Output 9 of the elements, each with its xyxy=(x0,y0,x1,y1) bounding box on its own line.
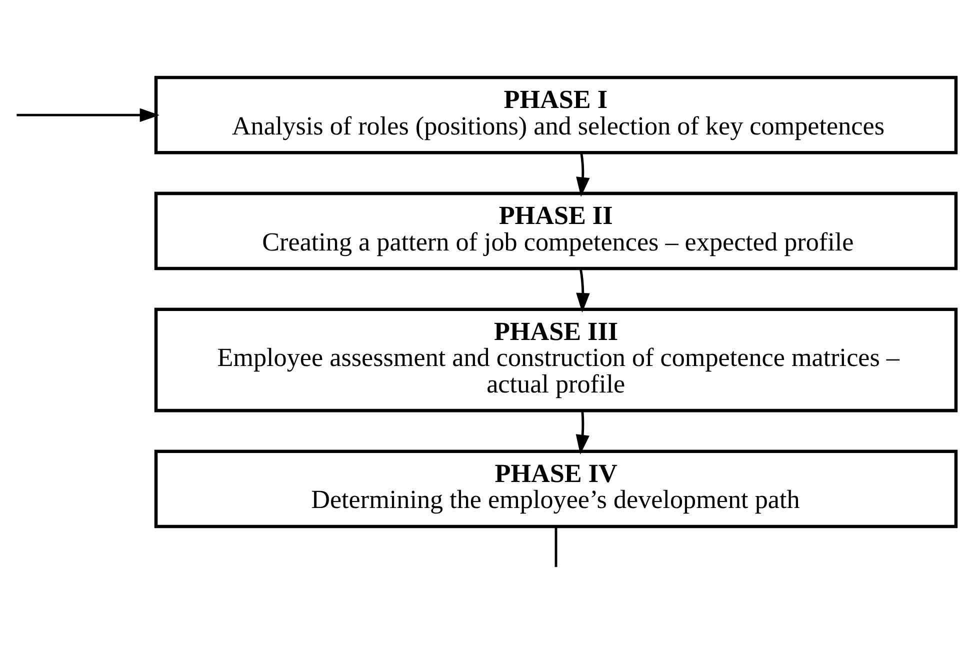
node-box: PHASE III Employee assessment and construction of competence matrices – actual profile xyxy=(154,308,958,412)
arrow xyxy=(576,268,590,313)
node-box: PHASE I Analysis of roles (positions) and selection of key competences xyxy=(154,76,958,154)
connector xyxy=(554,526,558,568)
arrow xyxy=(16,108,160,122)
arrow xyxy=(576,411,590,454)
node-box: PHASE II Creating a pattern of job competences – expected profile xyxy=(154,192,958,270)
arrow xyxy=(576,152,590,197)
node-box: PHASE IV Determining the employee’s development path xyxy=(154,450,958,528)
